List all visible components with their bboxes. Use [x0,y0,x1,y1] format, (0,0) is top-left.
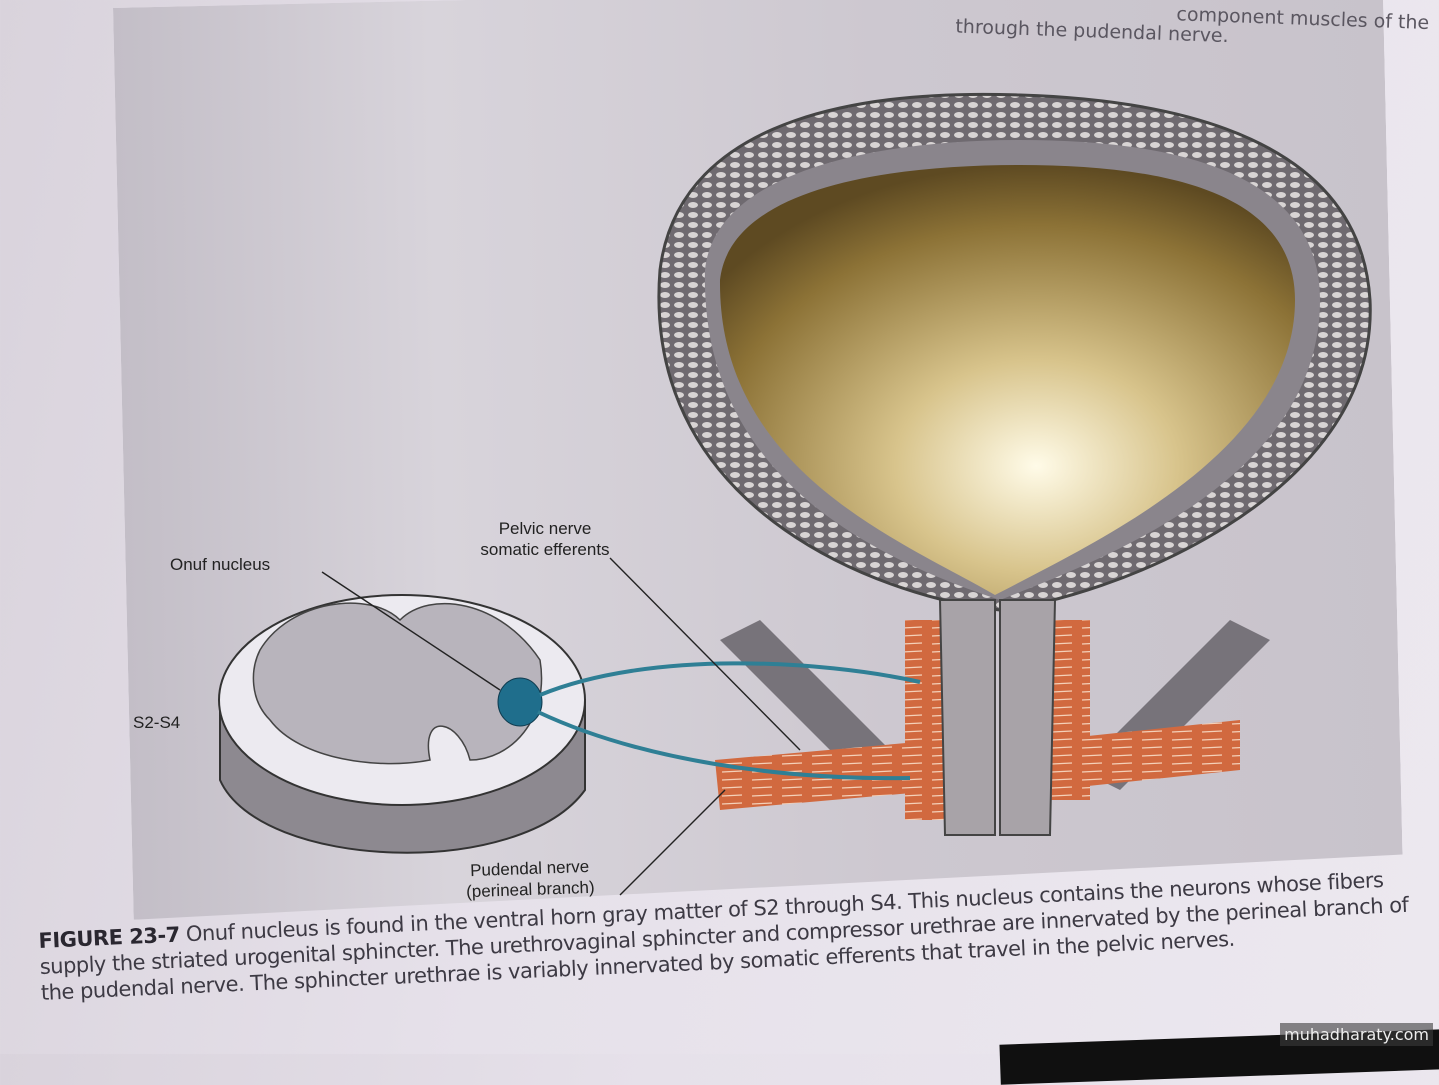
pelvic-nerve-label: Pelvic nerve somatic efferents [455,518,635,560]
bladder-lumen [719,165,1295,595]
spinal-cord-section [218,594,586,854]
onuf-nucleus [497,677,543,727]
leader-lines [321,557,801,896]
urethra-sphincter [905,599,1090,836]
watermark: muhadharaty.com [1280,1023,1433,1046]
bladder-diagram [218,92,1372,896]
figure-number: FIGURE 23-7 [38,922,181,953]
segment-label: S2-S4 [133,713,181,732]
onuf-nucleus-label: Onuf nucleus [170,555,271,574]
pelvic-nerve-text: Pelvic nerve [498,519,592,538]
somatic-efferents-text: somatic efferents [480,540,610,559]
pudendal-nerve-label: Pudendal nerve (perineal branch) [439,855,620,903]
nerve-fibers [537,661,921,781]
